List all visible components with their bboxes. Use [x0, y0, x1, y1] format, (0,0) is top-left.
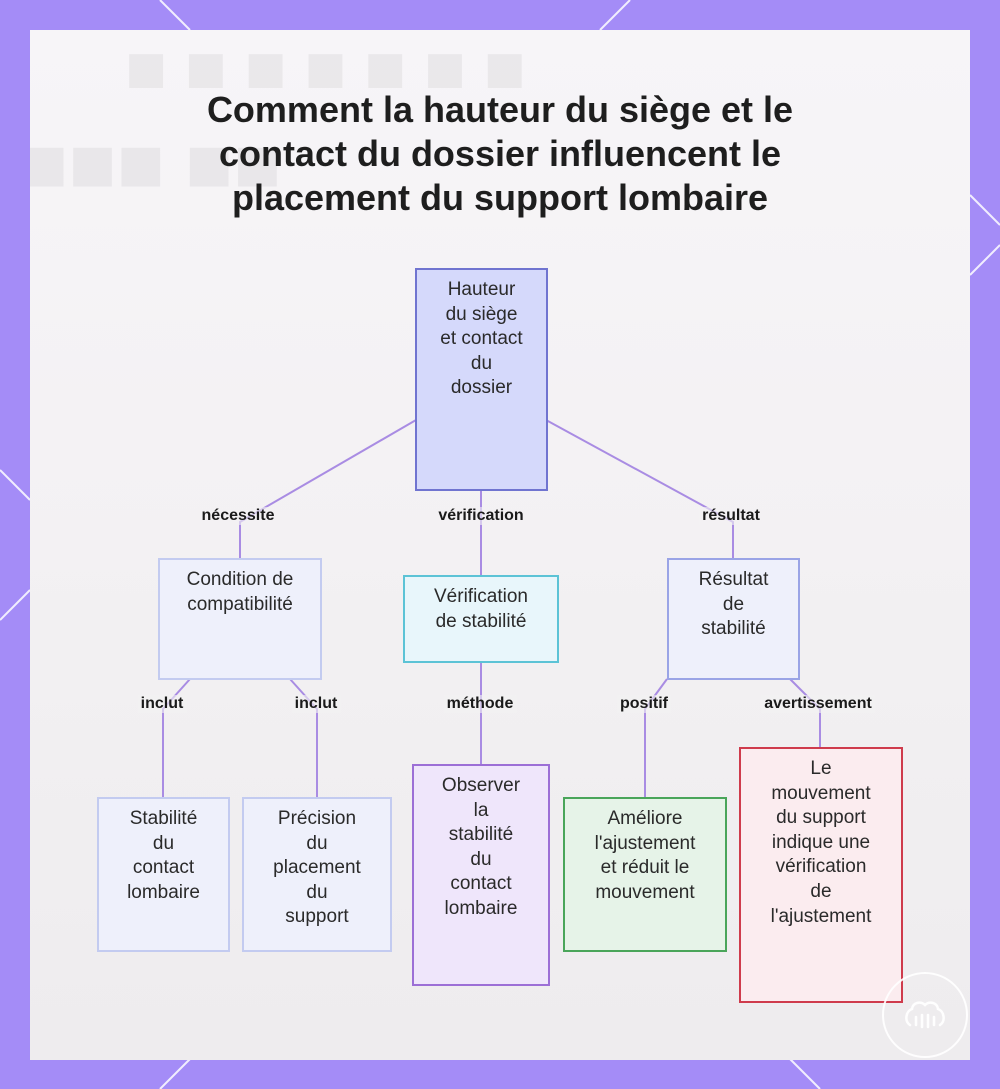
edge-label-avertissement: avertissement	[761, 695, 875, 713]
edge-label-necessite: nécessite	[198, 507, 278, 525]
node-condition-compatibilite: Condition de compatibilité	[158, 558, 322, 680]
background-photo-text: ■ ■ ■ ■ ■ ■ ■	[125, 31, 526, 108]
edge-label-inclut-2: inclut	[291, 695, 341, 713]
edge-label-positif: positif	[617, 695, 671, 713]
edge-necessite	[239, 419, 417, 559]
node-observer-stabilite: Observer la stabilité du contact lombair…	[412, 764, 550, 986]
brand-logo	[882, 972, 968, 1058]
edge-avertissement	[789, 678, 821, 748]
diagram-title: Comment la hauteur du siège et le contac…	[206, 89, 794, 218]
node-verification-stabilite: Vérification de stabilité	[403, 575, 559, 663]
brain-logo-icon	[905, 1001, 945, 1029]
node-stabilite-contact: Stabilité du contact lombaire	[97, 797, 230, 952]
edge-label-verification: vérification	[435, 507, 527, 525]
node-hauteur-siege: Hauteur du siège et contact du dossier	[415, 268, 548, 491]
edge-label-methode: méthode	[443, 695, 517, 713]
edge-label-inclut-1: inclut	[137, 695, 187, 713]
node-precision-placement: Précision du placement du support	[242, 797, 392, 952]
node-mouvement-support: Le mouvement du support indique une véri…	[739, 747, 903, 1003]
node-ameliore-ajustement: Améliore l'ajustement et réduit le mouve…	[563, 797, 727, 952]
background-photo-text: ■■■ ■■	[30, 121, 282, 209]
edge-resultat	[545, 419, 734, 559]
node-resultat-stabilite: Résultat de stabilité	[667, 558, 800, 680]
edge-label-resultat: résultat	[699, 507, 763, 525]
